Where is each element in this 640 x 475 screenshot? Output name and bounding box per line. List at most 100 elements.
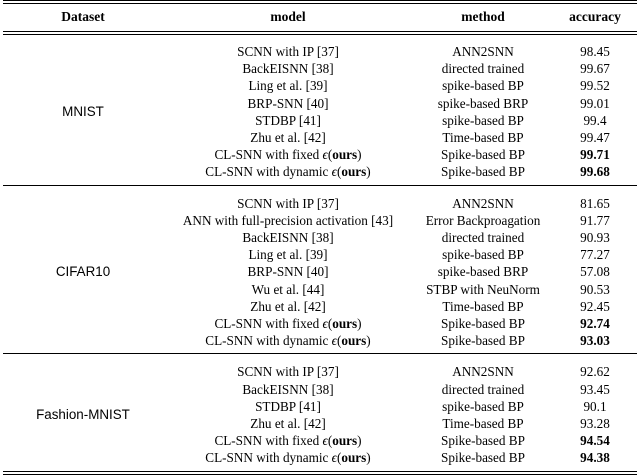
- model-name: BRP-SNN [40]: [247, 264, 329, 280]
- model-name: Zhu et al. [42]: [250, 298, 326, 314]
- model-name: Ling et al. [39]: [248, 78, 328, 94]
- dataset-label: MNIST: [62, 104, 104, 120]
- method-name: Spike-based BP: [441, 333, 525, 349]
- accuracy-value: 93.28: [580, 416, 610, 432]
- column-header-dataset: Dataset: [61, 9, 105, 24]
- model-name: CL-SNN with fixed ϵ(ours): [214, 147, 362, 163]
- table-row: CL-SNN with dynamic ϵ(ours) Spike-based B…: [3, 332, 637, 349]
- bottom-rule: [3, 470, 637, 475]
- table-row: BRP-SNN [40] spike-based BRP 57.08: [3, 263, 637, 280]
- method-name: Time-based BP: [442, 416, 524, 432]
- accuracy-value: 57.08: [580, 264, 610, 280]
- dataset-label: CIFAR10: [55, 264, 111, 280]
- model-name: STDBP [41]: [255, 398, 321, 414]
- column-header-accuracy: accuracy: [569, 9, 621, 24]
- method-name: directed trained: [441, 61, 525, 77]
- model-name: ANN with full-precision activation [43]: [182, 212, 394, 228]
- table-row: Ling et al. [39] spike-based BP 77.27: [3, 246, 637, 263]
- model-name: STDBP [41]: [255, 112, 321, 128]
- header-rule: [3, 31, 637, 35]
- spacer-row: [3, 355, 637, 363]
- method-name: spike-based BP: [442, 247, 524, 263]
- method-name: spike-based BRP: [437, 95, 529, 111]
- spacer-row: [3, 187, 637, 195]
- model-name: BackEISNN [38]: [242, 61, 334, 77]
- accuracy-value: 93.45: [580, 381, 610, 397]
- accuracy-value: 93.03: [580, 333, 610, 349]
- model-name: Zhu et al. [42]: [250, 416, 326, 432]
- method-name: Spike-based BP: [441, 450, 525, 466]
- method-name: directed trained: [441, 230, 525, 246]
- accuracy-value: 91.77: [580, 212, 610, 228]
- epsilon-symbol: ϵ: [322, 147, 328, 163]
- method-name: ANN2SNN: [452, 44, 514, 59]
- table-row: Ling et al. [39] spike-based BP 99.52: [3, 77, 637, 94]
- model-name: CL-SNN with dynamic ϵ(ours): [205, 333, 371, 349]
- table-header: Dataset model method accuracy: [3, 0, 637, 35]
- method-name: Spike-based BP: [441, 164, 525, 180]
- method-name: Error Backproagation: [425, 212, 541, 228]
- group-separator-rule: [3, 353, 637, 356]
- ours-marker: ours: [341, 450, 367, 466]
- method-name: Time-based BP: [442, 130, 524, 146]
- epsilon-symbol: ϵ: [331, 450, 337, 466]
- ours-marker: ours: [332, 433, 358, 449]
- dataset-label: Fashion-MNIST: [36, 407, 130, 423]
- model-name: CL-SNN with fixed ϵ(ours): [214, 316, 362, 332]
- spacer-row: [3, 35, 637, 44]
- ours-marker: ours: [332, 316, 358, 332]
- accuracy-value: 90.93: [580, 230, 610, 246]
- method-name: spike-based BRP: [437, 264, 529, 280]
- method-name: ANN2SNN: [452, 195, 514, 211]
- table-row: STDBP [41] spike-based BP 99.4: [3, 112, 637, 129]
- accuracy-value: 99.4: [583, 112, 607, 128]
- table-row: BackEISNN [38] directed trained 99.67: [3, 60, 637, 77]
- accuracy-value: 99.47: [580, 130, 610, 146]
- model-name: Ling et al. [39]: [248, 247, 328, 263]
- epsilon-symbol: ϵ: [322, 433, 328, 449]
- accuracy-value: 94.54: [580, 433, 610, 449]
- accuracy-value: 92.74: [580, 316, 610, 332]
- table-row: ANN with full-precision activation [43] E…: [3, 212, 637, 229]
- model-name: BRP-SNN [40]: [247, 95, 329, 111]
- table-row: Zhu et al. [42] Time-based BP 99.47: [3, 129, 637, 146]
- accuracy-value: 98.45: [580, 44, 610, 59]
- group-separator-rule: [3, 184, 637, 187]
- accuracy-value: 77.27: [580, 247, 610, 263]
- accuracy-value: 99.52: [580, 78, 610, 94]
- accuracy-value: 92.45: [580, 298, 610, 314]
- accuracy-value: 90.53: [580, 281, 610, 297]
- table-row: Zhu et al. [42] Time-based BP 93.28: [3, 415, 637, 432]
- top-rule: [3, 0, 637, 4]
- table-row: BackEISNN [38] directed trained 93.45: [3, 381, 637, 398]
- accuracy-value: 99.01: [580, 95, 610, 111]
- method-name: directed trained: [441, 381, 525, 397]
- accuracy-value: 92.62: [580, 364, 610, 380]
- model-name: SCNN with IP [37]: [237, 44, 339, 59]
- results-table: Dataset model method accuracy MNIST SCNN …: [3, 0, 637, 475]
- ours-marker: ours: [341, 333, 367, 349]
- method-name: spike-based BP: [442, 78, 524, 94]
- accuracy-value: 81.65: [580, 195, 610, 211]
- epsilon-symbol: ϵ: [331, 164, 337, 180]
- table-row: MNIST SCNN with IP [37] ANN2SNN 98.45: [3, 43, 637, 119]
- method-name: ANN2SNN: [452, 364, 514, 380]
- epsilon-symbol: ϵ: [322, 316, 328, 332]
- model-name: BackEISNN [38]: [242, 381, 334, 397]
- method-name: spike-based BP: [442, 112, 524, 128]
- epsilon-symbol: ϵ: [331, 333, 337, 349]
- accuracy-value: 90.1: [583, 398, 607, 414]
- accuracy-value: 99.67: [580, 61, 610, 77]
- model-name: Zhu et al. [42]: [250, 130, 326, 146]
- model-name: CL-SNN with dynamic ϵ(ours): [205, 164, 371, 180]
- method-name: Spike-based BP: [441, 147, 525, 163]
- header-row: Dataset model method accuracy: [3, 4, 637, 32]
